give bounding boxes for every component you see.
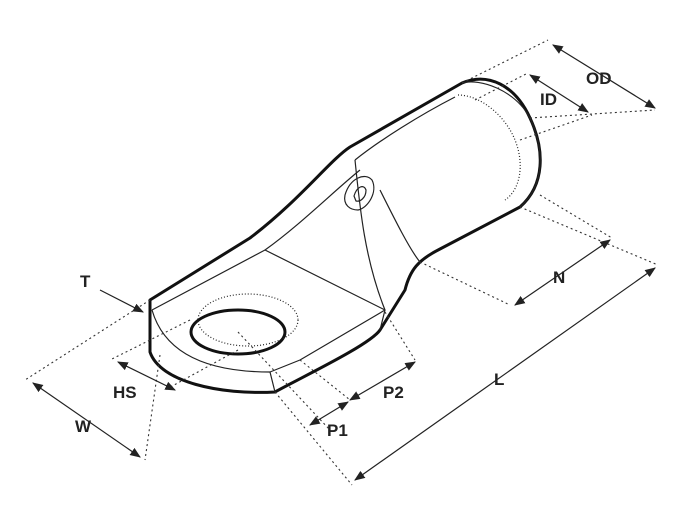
cable-lug — [148, 77, 542, 394]
od-label: OD — [586, 69, 612, 88]
od-arrow — [552, 44, 656, 109]
extension-lines — [24, 39, 659, 486]
l-label: L — [494, 370, 504, 389]
stud-hole-rim — [197, 293, 299, 347]
inspection-hole-inner — [353, 186, 367, 202]
neck-fold — [264, 159, 421, 311]
inspection-hole — [344, 175, 375, 211]
w-label: W — [75, 417, 92, 436]
p1-arrow — [309, 401, 349, 426]
dimension-arrows — [32, 44, 656, 481]
barrel-inner-edge — [457, 94, 521, 201]
p2-arrow — [349, 361, 416, 401]
id-label: ID — [540, 90, 557, 109]
hs-arrow — [117, 361, 176, 391]
barrel-ridge — [354, 96, 456, 161]
lug-outline — [148, 77, 542, 394]
id-arrow — [529, 74, 589, 113]
dimension-labels: OD ID T N L HS P2 P1 W — [75, 69, 612, 440]
t-arrow — [99, 289, 144, 313]
n-label: N — [553, 268, 565, 287]
tongue-edge — [269, 309, 386, 393]
stud-hole — [189, 308, 287, 356]
t-label: T — [80, 272, 91, 291]
p2-label: P2 — [383, 383, 404, 402]
hs-label: HS — [113, 383, 137, 402]
l-arrow — [354, 267, 656, 481]
barrel-end — [461, 81, 541, 208]
tongue-face — [151, 249, 386, 373]
p1-label: P1 — [327, 421, 348, 440]
w-arrow — [32, 382, 141, 458]
